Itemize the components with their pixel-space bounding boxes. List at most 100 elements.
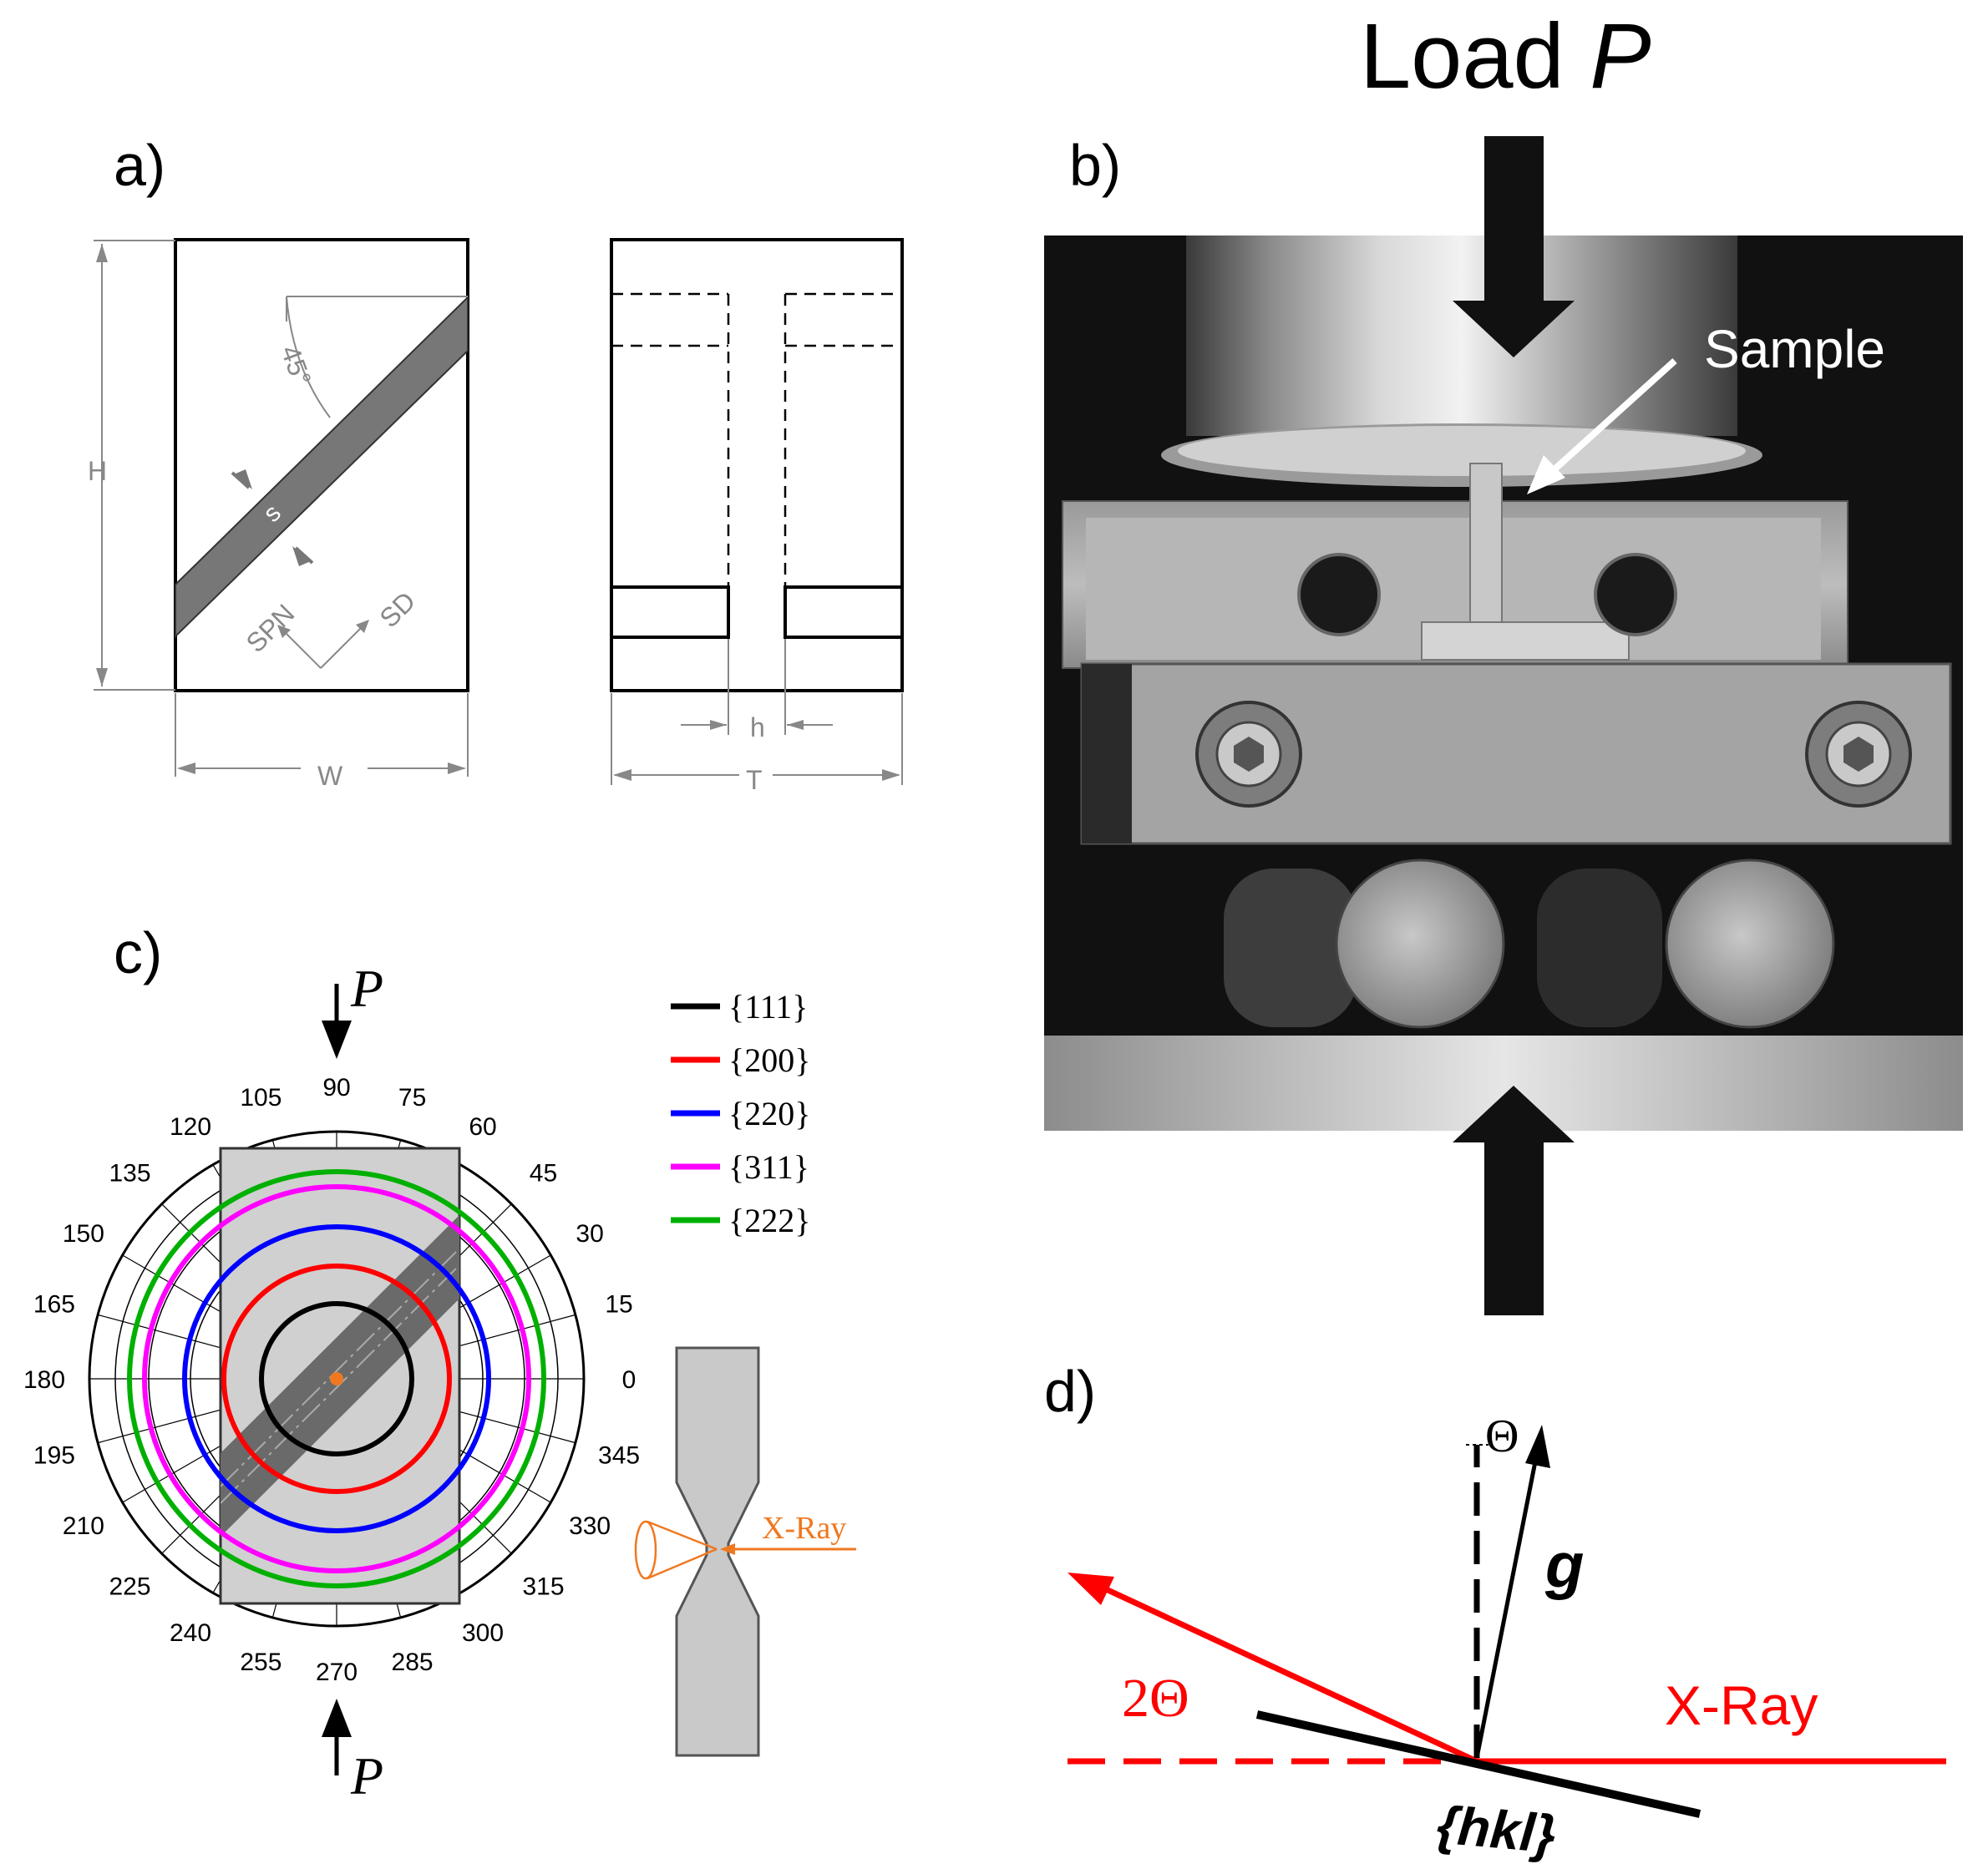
- panel-b: b) Load P Sample: [1044, 5, 1963, 1315]
- load-title-var: P: [1590, 5, 1651, 108]
- upper-cylinder-rim: [1178, 426, 1746, 476]
- angle-label: 75: [398, 1084, 426, 1112]
- angle-label: 120: [170, 1113, 211, 1141]
- block-right-outline: [610, 238, 904, 692]
- fixture-hole-left: [1297, 553, 1381, 636]
- xray-beam-head: [720, 1543, 735, 1555]
- fixture-hole-right: [1594, 553, 1677, 636]
- reflection-rings: [127, 1169, 546, 1588]
- angle-arc: [286, 296, 331, 418]
- angle-label: 60: [469, 1113, 496, 1141]
- slot-right: [784, 585, 904, 639]
- s-arrow-upper-shaft: [231, 471, 251, 489]
- axis-spn-head: [277, 625, 291, 638]
- two-theta-label: 2Θ: [1122, 1668, 1189, 1729]
- angle-label: 180: [23, 1366, 65, 1394]
- h-label: H: [88, 456, 107, 486]
- angle-label: 45: [530, 1160, 557, 1188]
- xray-label-c: X-Ray: [762, 1511, 846, 1546]
- angle-label: 300: [462, 1619, 504, 1647]
- w-label: W: [317, 761, 343, 791]
- angle-label: 0: [622, 1366, 636, 1394]
- axis-sd: [320, 622, 367, 669]
- h-dim-arrow-bottom: [96, 668, 108, 686]
- block-left-outline: [174, 238, 469, 692]
- angle-label: 150: [63, 1220, 104, 1248]
- slot-left: [610, 585, 730, 639]
- bolt-left-hex: [1234, 737, 1264, 772]
- p-top-head: [322, 1021, 352, 1059]
- angle-label: 30: [576, 1220, 603, 1248]
- angle-label: 270: [316, 1659, 358, 1686]
- diffraction-cone-base: [634, 1520, 657, 1580]
- t-arrow-left: [613, 769, 631, 781]
- load-arrow-top: [1453, 136, 1575, 357]
- ring-111: [259, 1301, 414, 1456]
- angle-label: 285: [392, 1649, 434, 1676]
- theta-label: Θ: [1485, 1411, 1519, 1462]
- axis-sd-head: [356, 620, 369, 633]
- p-bottom-head: [322, 1699, 352, 1737]
- angle-label: 240: [170, 1619, 211, 1647]
- panel-a: a) 45° H s SPN SD W: [88, 133, 904, 795]
- load-title: Load P: [1360, 5, 1651, 108]
- load-title-prefix: Load: [1360, 5, 1590, 108]
- roller-left-shadow: [1224, 869, 1357, 1027]
- w-arrow-right: [448, 762, 466, 774]
- angle-label: 135: [109, 1160, 150, 1188]
- angle-label: 45°: [275, 342, 317, 390]
- panel-a-label: a): [114, 133, 165, 198]
- diffraction-cone: [647, 1520, 718, 1580]
- g-vector-head: [1525, 1425, 1550, 1468]
- sample-pointer-head: [1527, 455, 1565, 494]
- legend-label: {311}: [728, 1148, 809, 1186]
- angle-label: 90: [322, 1074, 350, 1102]
- s-arrow-lower-shaft: [294, 546, 314, 565]
- roller-right-shadow: [1537, 869, 1662, 1027]
- dogbone-specimen: [675, 1346, 760, 1757]
- h-dim-arrow-top: [96, 244, 108, 262]
- diffracted-ray-head: [1068, 1573, 1114, 1605]
- h-small-arrow-right: [787, 720, 804, 730]
- w-arrow-left: [177, 762, 195, 774]
- shear-zone: [175, 295, 469, 639]
- sample-strip: [1469, 463, 1503, 631]
- legend: {111}{200}{220}{311}{222}: [671, 988, 810, 1239]
- xray-label-d: X-Ray: [1665, 1674, 1818, 1736]
- panel-b-label: b): [1069, 133, 1121, 198]
- panel-d: d) Θ g 2Θ X-Ray {hkl}: [1044, 1359, 1946, 1864]
- angle-label: 330: [569, 1512, 611, 1540]
- lattice-plane: [1255, 1710, 1701, 1818]
- angle-label: 105: [240, 1084, 281, 1112]
- ring-220: [182, 1224, 491, 1533]
- legend-label: {222}: [728, 1202, 810, 1239]
- sample-base: [1421, 621, 1630, 661]
- p-bottom-label: P: [350, 1746, 383, 1806]
- hkl-label: {hkl}: [1434, 1794, 1558, 1864]
- t-arrow-right: [882, 769, 900, 781]
- angle-label: 15: [605, 1290, 632, 1318]
- angle-label: 345: [598, 1442, 640, 1470]
- h-small-label: h: [750, 712, 765, 742]
- spn-label: SPN: [240, 598, 300, 658]
- angle-label: 210: [63, 1512, 104, 1540]
- ring-200: [221, 1264, 452, 1494]
- ring-311: [142, 1184, 531, 1573]
- roller-left: [1335, 859, 1505, 1029]
- legend-label: {220}: [728, 1095, 810, 1132]
- beam-center: [330, 1372, 343, 1385]
- angle-label: 255: [240, 1649, 281, 1676]
- g-vector: [1474, 1452, 1539, 1759]
- load-arrow-bottom: [1453, 1086, 1575, 1315]
- bolt-right-hex: [1843, 737, 1874, 772]
- legend-label: {111}: [728, 988, 808, 1026]
- sd-label: SD: [373, 585, 421, 633]
- panel-c-label: c): [114, 920, 162, 985]
- angle-label: 195: [33, 1442, 75, 1470]
- panel-c: c) 0153045607590105120135150165180195210…: [23, 920, 856, 1806]
- g-label: g: [1544, 1530, 1584, 1601]
- h-small-arrow-left: [710, 720, 727, 730]
- t-label: T: [746, 765, 763, 795]
- p-top-label: P: [350, 959, 383, 1018]
